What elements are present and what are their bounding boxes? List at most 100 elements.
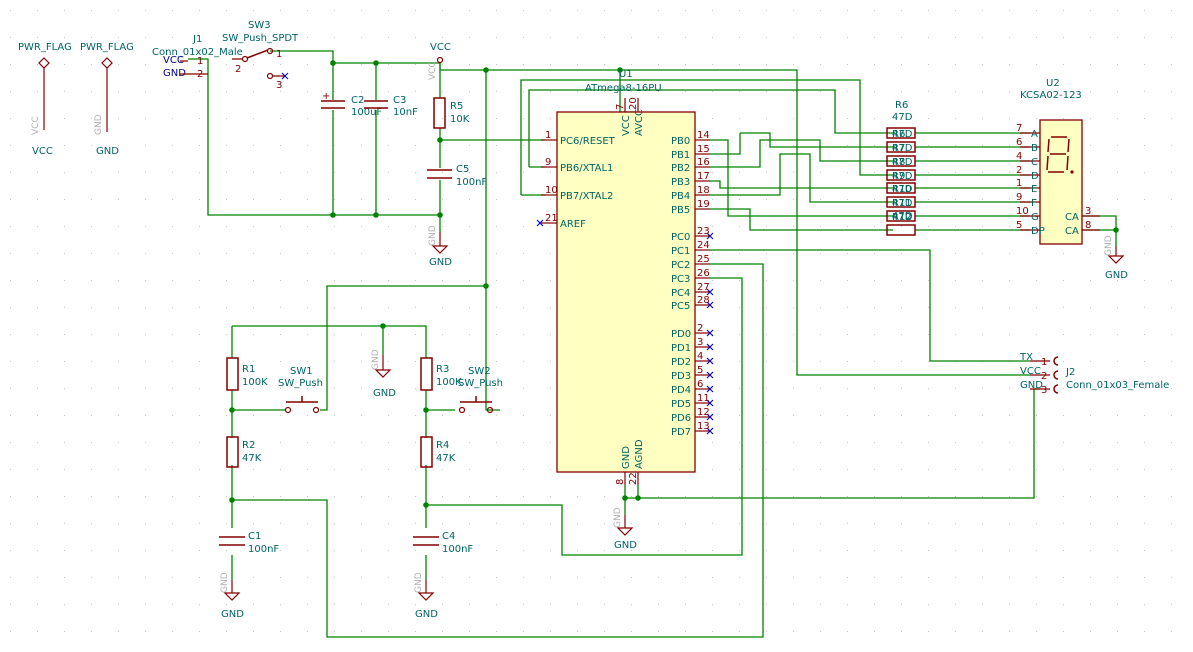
u2-left-pin-name: F [1031,198,1037,209]
capacitor-c3[interactable]: C3 10nF [364,95,418,118]
rbank-row-value: 47D [892,212,913,223]
u1-right-pin-num: 24 [697,240,710,251]
u1-right-pin-name: PD3 [671,371,691,382]
j2-pin-num: 1 [1041,357,1047,368]
vcc-top-label: VCC [430,42,451,53]
u1-value: ATmega8-16PU [585,83,662,94]
j1-ref: J1 [192,34,202,45]
c1-value: 100nF [248,544,279,555]
u1-left-pin-name: AREF [560,219,586,230]
nc-mark [706,371,714,379]
nc-mark [706,413,714,421]
j2-value: Conn_01x03_Female [1066,380,1169,391]
r5-ref: R5 [450,101,463,112]
u1-right-pin-name: PB1 [671,150,690,161]
gnd-symbol-sw: GND GND [371,349,396,399]
gnd-sw-label: GND [373,388,396,399]
u1-right-pin-num: 2 [697,323,703,334]
c3-value: 10nF [393,107,418,118]
resistor-r3[interactable]: R3 100K [420,357,462,391]
j2-net-label: TX [1019,352,1033,363]
resistor-body [886,141,916,153]
gnd-symbol-c5: GND GND [428,225,452,268]
u1-right-pin-num: 5 [697,365,703,376]
u1-top-pin-name: AVCC [634,109,645,136]
resistor-r5[interactable]: R5 10K [433,97,470,129]
pwr-flag-vcc[interactable]: PWR_FLAG VCC VCC [18,42,72,157]
j2-net-label: VCC [1020,366,1041,377]
gnd-label: GND [96,146,119,157]
u2-left-pin-num: 1 [1016,178,1022,189]
u2-left-pin-num: 4 [1016,151,1022,162]
nc-mark [706,399,714,407]
capacitor-c2[interactable]: + C2 100uF [321,91,382,118]
resistor-body [886,196,916,208]
u2-left-pin-name: DP [1031,226,1045,237]
gnd-c4-label: GND [415,609,438,620]
u1-top-pin-num: 7 [615,104,626,110]
switch-sw1[interactable]: SW1 SW_Push [278,366,323,414]
u1-right-pin-num: 26 [697,268,710,279]
ghost-vcc-label: VCC [31,116,41,135]
u1-ref: U1 [619,69,633,80]
rbank-row-value: 47D [892,129,913,140]
u1-left-pin-num: 21 [545,213,558,224]
u1-right-pin-num: 19 [697,199,710,210]
u1-right-pin-num: 18 [697,185,710,196]
resistor-body [886,182,916,194]
u1-right-pin-name: PD4 [671,385,691,396]
capacitor-c4[interactable]: C4 100nF [413,531,473,555]
u1-body [556,111,696,473]
resistor-r1[interactable]: R1 100K [226,357,268,391]
gnd-ghost: GND [613,507,623,528]
pwr-flag-gnd[interactable]: PWR_FLAG GND GND [80,42,134,157]
u2-right-pin-name: CA [1065,212,1079,223]
u1-right-pin-name: PD1 [671,343,691,354]
resistor-r4[interactable]: R4 47K [420,436,456,468]
u1-right-pin-name: PC0 [671,232,690,243]
resistor-body [886,224,916,236]
vcc-label: VCC [32,146,53,157]
j1-value: Conn_01x02_Male [152,47,243,58]
switch-sw3[interactable]: SW3 SW_Push_SPDT 2 1 3 [222,20,299,91]
gnd-ghost: GND [428,225,438,246]
capacitor-c1[interactable]: C1 100nF [219,531,279,555]
u1-right-pin-name: PD0 [671,329,691,340]
u1-right-pin-name: PB3 [671,177,690,188]
sw3-pin1: 1 [276,49,282,60]
u2-value: KCSA02-123 [1020,90,1082,101]
resistor-bank[interactable]: R6 47D R647DR747DR847DR947DR1047DR1147DR… [886,100,916,236]
resistor-r2[interactable]: R2 47K [226,436,262,468]
u2-left-pin-name: A [1031,129,1038,140]
rbank-value: 47D [892,112,913,123]
r2-ref: R2 [242,440,255,451]
capacitor-c5[interactable]: C5 100nF [427,164,487,188]
u1-bottom-pin-name: AGND [634,439,645,469]
ic-u1-atmega8[interactable]: U1 ATmega8-16PU PC6/RESET1PB6/XTAL19PB7/… [536,69,714,485]
j2-ref: J2 [1065,367,1075,378]
resistor-body [886,169,916,181]
u1-right-pin-num: 15 [697,144,710,155]
connector-j1[interactable]: J1 Conn_01x02_Male VCC GND 1 2 [152,34,243,80]
rbank-row-value: 47D [892,184,913,195]
j2-net-label: GND [1020,380,1043,391]
u1-right-pin-name: PC2 [671,260,690,271]
resistor-body [886,155,916,167]
gnd-symbol-u1: GND GND [613,507,637,551]
gnd-c1-label: GND [221,609,244,620]
nc-mark [706,343,714,351]
sw3-pin3: 3 [276,80,282,91]
nc-mark [706,385,714,393]
u1-left-pin-num: 10 [545,185,558,196]
switch-sw2[interactable]: SW2 SW_Push [458,366,503,414]
u1-right-pin-num: 4 [697,351,703,362]
u2-left-pin-num: 7 [1016,123,1022,134]
u1-right-pin-name: PC4 [671,288,690,299]
gnd-symbol-c4: GND GND [414,572,438,620]
u1-right-pin-name: PB0 [671,136,690,147]
resistor-body [886,210,916,222]
u1-right-pin-num: 17 [697,171,710,182]
